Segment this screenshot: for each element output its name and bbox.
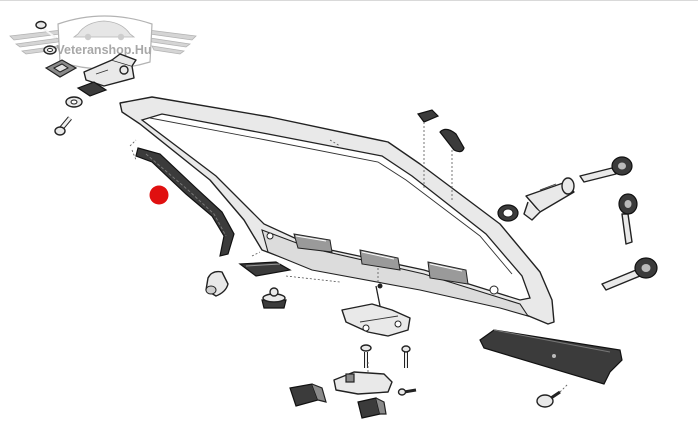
- key-icon: [579, 156, 658, 291]
- hinge-gasket: [76, 81, 108, 97]
- top-divider: [0, 0, 698, 1]
- grommet: [261, 287, 287, 309]
- red-dot-marker: [149, 185, 169, 205]
- striker-plate: [333, 362, 393, 395]
- lock-cylinder: [497, 177, 575, 222]
- tailgate-lid: [119, 96, 555, 325]
- buffer-block-right: [357, 397, 387, 419]
- rubber-bumper: [205, 270, 229, 297]
- weatherstrip-seal: [129, 139, 235, 257]
- hinge-assembly: [35, 20, 137, 136]
- hinge-bolt-top: [35, 20, 57, 39]
- screw-1: [360, 344, 372, 368]
- logo-text: Veteranshop.Hu: [56, 43, 151, 57]
- veteranshop-logo: Veteranshop.Hu: [9, 15, 197, 70]
- stop-bumper: [416, 109, 440, 190]
- screw-2: [401, 345, 411, 368]
- lock-latch: [341, 266, 411, 337]
- trim-panel: [479, 329, 623, 385]
- rubber-guide: [238, 251, 341, 283]
- hinge-bolt-bottom: [54, 116, 72, 136]
- screw-3: [397, 388, 417, 396]
- trim-screw: [536, 383, 569, 408]
- buffer-block-left: [289, 383, 327, 407]
- handle-cap: [439, 128, 465, 200]
- hinge: [83, 53, 137, 87]
